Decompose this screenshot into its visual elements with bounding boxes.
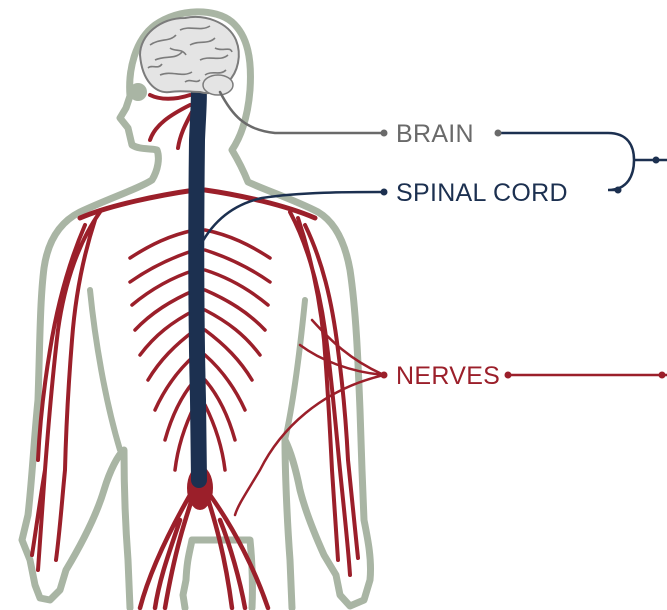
brain-label: BRAIN — [396, 120, 474, 148]
bracket-dot-top — [495, 130, 502, 137]
nerve-branch — [130, 230, 195, 470]
bracket-dot-bottom — [615, 187, 622, 194]
ear-icon — [129, 83, 147, 101]
nerves-right-end-dot — [659, 372, 666, 379]
nerves-label: NERVES — [396, 362, 500, 390]
spinal-cord-label: SPINAL CORD — [396, 179, 568, 207]
nerves-right-dot — [505, 372, 512, 379]
nerve-branch — [205, 230, 270, 470]
right-arm-inner-line — [285, 300, 305, 440]
bracket-dot-right — [653, 157, 660, 164]
brain-leader-dot — [381, 130, 388, 137]
nerves-leader-dot — [381, 372, 388, 379]
cerebellum — [203, 75, 233, 95]
left-arm-inner-line — [90, 290, 120, 450]
spinal-cord-leader-dot — [381, 189, 388, 196]
nerve-branch — [150, 95, 192, 148]
spinal-cord-icon — [196, 78, 199, 480]
brain-icon — [140, 17, 239, 95]
